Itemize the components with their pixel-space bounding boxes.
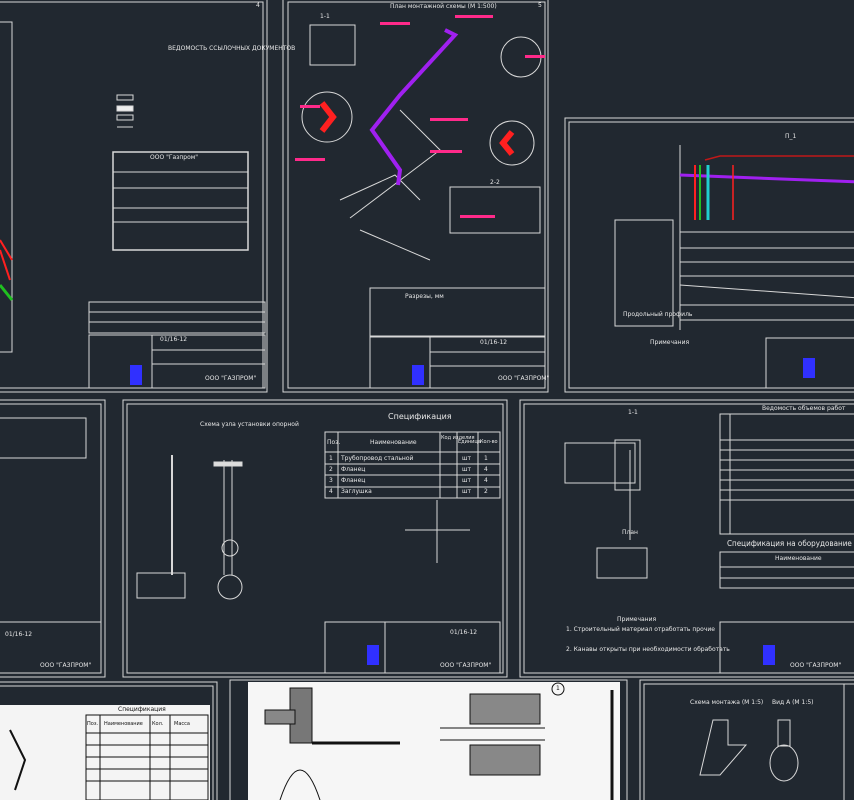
node-notes-title: Примечания bbox=[617, 616, 657, 623]
pipeline-route bbox=[0, 15, 545, 301]
node-plan-label: План bbox=[622, 529, 638, 536]
node-table-title: Ведомость объемов работ bbox=[762, 405, 846, 412]
spec-col-code: Код изделия bbox=[441, 435, 475, 441]
support-title: Схема узла установки опорной bbox=[200, 421, 299, 428]
detail-right-title-b: Вид А (М 1:5) bbox=[772, 699, 814, 706]
partial-company: ООО "ГАЗПРОМ" bbox=[40, 662, 92, 669]
legend-title: ВЕДОМОСТЬ ССЫЛОЧНЫХ ДОКУМЕНТОВ bbox=[168, 45, 296, 52]
spec-cell: 4 bbox=[484, 477, 488, 484]
profile-row-label: Продольный профиль bbox=[623, 311, 693, 318]
spec-cell: Трубопровод стальной bbox=[341, 455, 414, 462]
plan-table-title: Разрезы, мм bbox=[405, 293, 444, 300]
sheet-plan[interactable] bbox=[282, 0, 549, 393]
spec-cell: шт bbox=[462, 477, 471, 484]
spec-cell: шт bbox=[462, 488, 471, 495]
spec-cell: Фланец bbox=[341, 466, 366, 473]
node-equip-title: Спецификация на оборудование bbox=[726, 539, 853, 548]
legend-stamp-code: 01/16-12 bbox=[160, 336, 188, 343]
sheet-detail-left[interactable] bbox=[0, 681, 218, 800]
spec-cell: 3 bbox=[329, 477, 333, 484]
spec-cell: 1 bbox=[484, 455, 488, 462]
legend-sheet-number: 4 bbox=[256, 2, 260, 9]
spec-cell: шт bbox=[462, 455, 471, 462]
sheet-legend[interactable] bbox=[0, 0, 268, 393]
sheet-node[interactable] bbox=[519, 399, 854, 678]
detail-right-title-a: Схема монтажа (М 1:5) bbox=[690, 699, 764, 706]
paper-inset-left bbox=[0, 705, 210, 800]
spec-title: Спецификация bbox=[388, 412, 452, 421]
plan-title: План монтажной схемы (М 1:500) bbox=[390, 3, 497, 10]
legend-box-title: ООО "Газпром" bbox=[150, 154, 199, 161]
plan-company: ООО "ГАЗПРОМ" bbox=[498, 375, 550, 382]
sheet-detail-right[interactable] bbox=[639, 679, 854, 800]
detail-spec-col: Поз. bbox=[87, 721, 99, 727]
detail-callout: 1 bbox=[556, 685, 560, 692]
profile-graph bbox=[679, 155, 854, 220]
spec-col-pos: Поз. bbox=[327, 439, 341, 446]
detail-spec-title: Спецификация bbox=[118, 706, 166, 713]
plan-section-b: 2-2 bbox=[490, 179, 500, 186]
sheet-profile[interactable] bbox=[564, 117, 854, 393]
detail-spec-col: Масса bbox=[174, 721, 190, 727]
spec-cell: 2 bbox=[329, 466, 333, 473]
node-equip-col: Наименование bbox=[775, 555, 822, 562]
spec-cell: 2 bbox=[484, 488, 488, 495]
node-section: 1-1 bbox=[628, 409, 638, 416]
node-note-2: 2. Канавы открыты при необходимости обра… bbox=[566, 646, 730, 653]
profile-notes-title: Примечания bbox=[650, 339, 690, 346]
sheet-support[interactable] bbox=[122, 399, 508, 678]
spec-col-unit: Единица bbox=[458, 439, 481, 445]
profile-title: П_1 bbox=[785, 133, 797, 140]
detail-spec-col: Наименование bbox=[104, 721, 143, 727]
spec-cell: шт bbox=[462, 466, 471, 473]
spec-table-white bbox=[9, 714, 209, 800]
node-company: ООО "ГАЗПРОМ" bbox=[790, 662, 842, 669]
spec-cell: Фланец bbox=[341, 477, 366, 484]
spec-col-name: Наименование bbox=[370, 439, 417, 446]
sheet-partial[interactable] bbox=[0, 399, 106, 678]
node-note-1: 1. Строительный материал отработать проч… bbox=[566, 626, 715, 633]
wall-section-drawing bbox=[264, 682, 614, 800]
approval-stamps bbox=[130, 358, 815, 665]
support-company: ООО "ГАЗПРОМ" bbox=[440, 662, 492, 669]
detail-spec-col: Кол. bbox=[152, 721, 164, 727]
spec-cell: 4 bbox=[329, 488, 333, 495]
legend-company: ООО "ГАЗПРОМ" bbox=[205, 375, 257, 382]
spec-cell: Заглушка bbox=[341, 488, 372, 495]
plan-sheet-number: 5 bbox=[538, 2, 542, 9]
plan-section-a: 1-1 bbox=[320, 13, 330, 20]
spec-cell: 1 bbox=[329, 455, 333, 462]
spec-cell: 4 bbox=[484, 466, 488, 473]
partial-stamp-code: 01/16-12 bbox=[5, 631, 33, 638]
sheet-detail-center[interactable] bbox=[229, 679, 628, 800]
support-stamp-code: 01/16-12 bbox=[450, 629, 478, 636]
spec-col-qty: Кол-во bbox=[480, 439, 498, 445]
plan-stamp-code: 01/16-12 bbox=[480, 339, 508, 346]
